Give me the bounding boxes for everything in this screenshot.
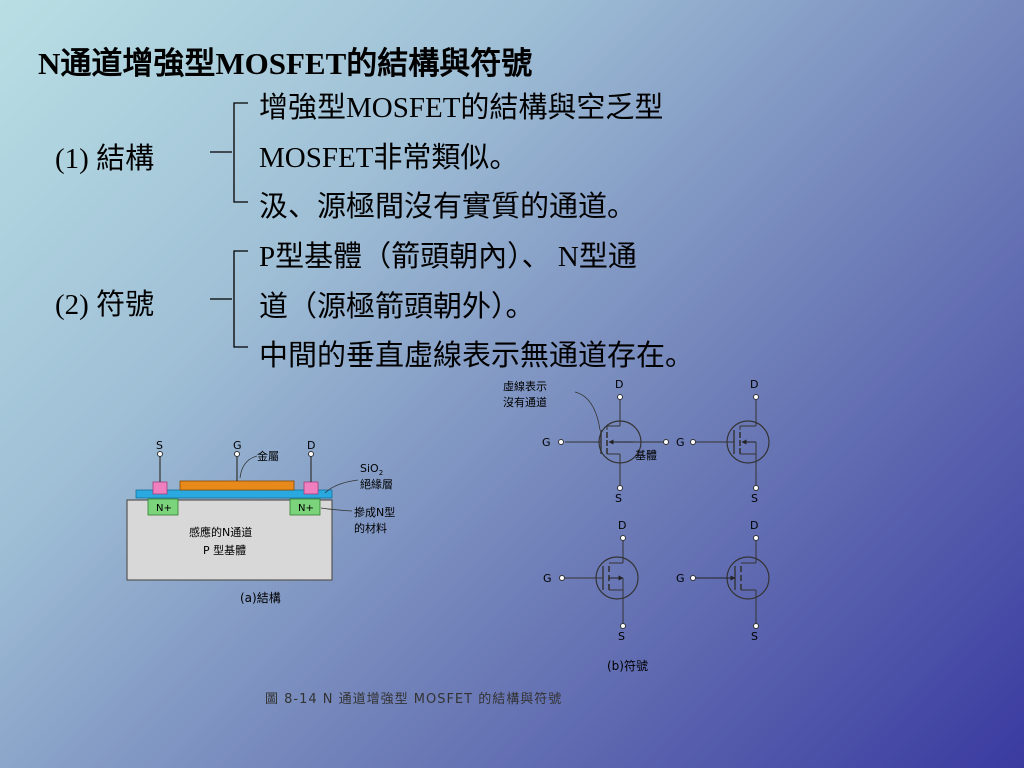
dashed-note-2: 沒有通道 — [503, 395, 547, 409]
dashed-note-1: 虛線表示 — [503, 379, 547, 393]
mosfet-symbols-diagram: 虛線表示 沒有通道 D G S 基體 D — [503, 378, 770, 673]
terminal-s-label: S — [156, 439, 163, 452]
substrate-label: P 型基體 — [203, 543, 246, 557]
terminal-d-label: D — [307, 439, 315, 452]
section-symbol-line-2: 道（源極箭頭朝外）。 — [259, 291, 535, 323]
svg-text:D: D — [750, 378, 758, 391]
doped-label-1: 摻成N型 — [354, 505, 395, 519]
sio2-label: SiO2 — [360, 462, 383, 477]
brace-symbol — [210, 250, 248, 348]
insulator-label: 絕緣層 — [360, 478, 393, 491]
svg-text:S: S — [751, 492, 758, 505]
doped-label-2: 的材料 — [354, 521, 387, 535]
brace-structure — [210, 102, 248, 203]
structure-caption: (a)結構 — [240, 591, 281, 605]
svg-text:G: G — [676, 572, 685, 585]
svg-text:G: G — [543, 572, 552, 585]
terminal-g-label: G — [233, 439, 242, 452]
drain-contact — [303, 481, 319, 495]
n-plus-drain — [289, 498, 321, 516]
symbol-1: D G S 基體 — [542, 378, 669, 505]
body-label: 基體 — [635, 449, 657, 462]
metal-gate — [179, 480, 295, 491]
svg-text:G: G — [542, 436, 551, 449]
page-title: N通道增強型MOSFET的結構與符號 — [38, 46, 533, 81]
section-symbol-label: (2) 符號 — [55, 289, 155, 321]
svg-text:D: D — [750, 519, 758, 532]
svg-text:G: G — [676, 436, 685, 449]
n-plus-label-left: N+ — [156, 503, 172, 514]
symbol-3: D G S — [543, 519, 639, 643]
symbol-2: D G S — [676, 378, 770, 505]
section-symbol-line-3: 中間的垂直虛線表示無通道存在。 — [259, 340, 695, 372]
section-structure-line-2: MOSFET非常類似。 — [259, 142, 519, 174]
n-plus-label-right: N+ — [298, 503, 314, 514]
section-structure-line-1: 增強型MOSFET的結構與空乏型 — [259, 92, 664, 124]
symbol-4: D G S — [676, 519, 770, 643]
svg-text:S: S — [751, 630, 758, 643]
metal-label: 金屬 — [257, 449, 279, 463]
svg-text:D: D — [615, 378, 623, 391]
svg-text:S: S — [615, 492, 622, 505]
section-structure-line-3: 汲、源極間沒有實質的通道。 — [259, 191, 637, 223]
section-symbol-line-1: P型基體（箭頭朝內）、 N型通 — [259, 241, 637, 273]
induced-channel-label: 感應的N通道 — [189, 525, 252, 539]
figure-caption: 圖 8-14 N 通道增強型 MOSFET 的結構與符號 — [265, 692, 563, 707]
section-structure-label: (1) 結構 — [55, 143, 155, 175]
mosfet-structure-diagram: N+ N+ S G D 金屬 SiO2 絕緣層 摻成N型 的材料 感應的N通道 … — [126, 439, 395, 605]
symbol-caption: (b)符號 — [607, 658, 648, 673]
svg-text:D: D — [618, 519, 626, 532]
source-contact — [152, 481, 168, 495]
svg-text:S: S — [618, 630, 625, 643]
n-plus-source — [147, 498, 179, 516]
